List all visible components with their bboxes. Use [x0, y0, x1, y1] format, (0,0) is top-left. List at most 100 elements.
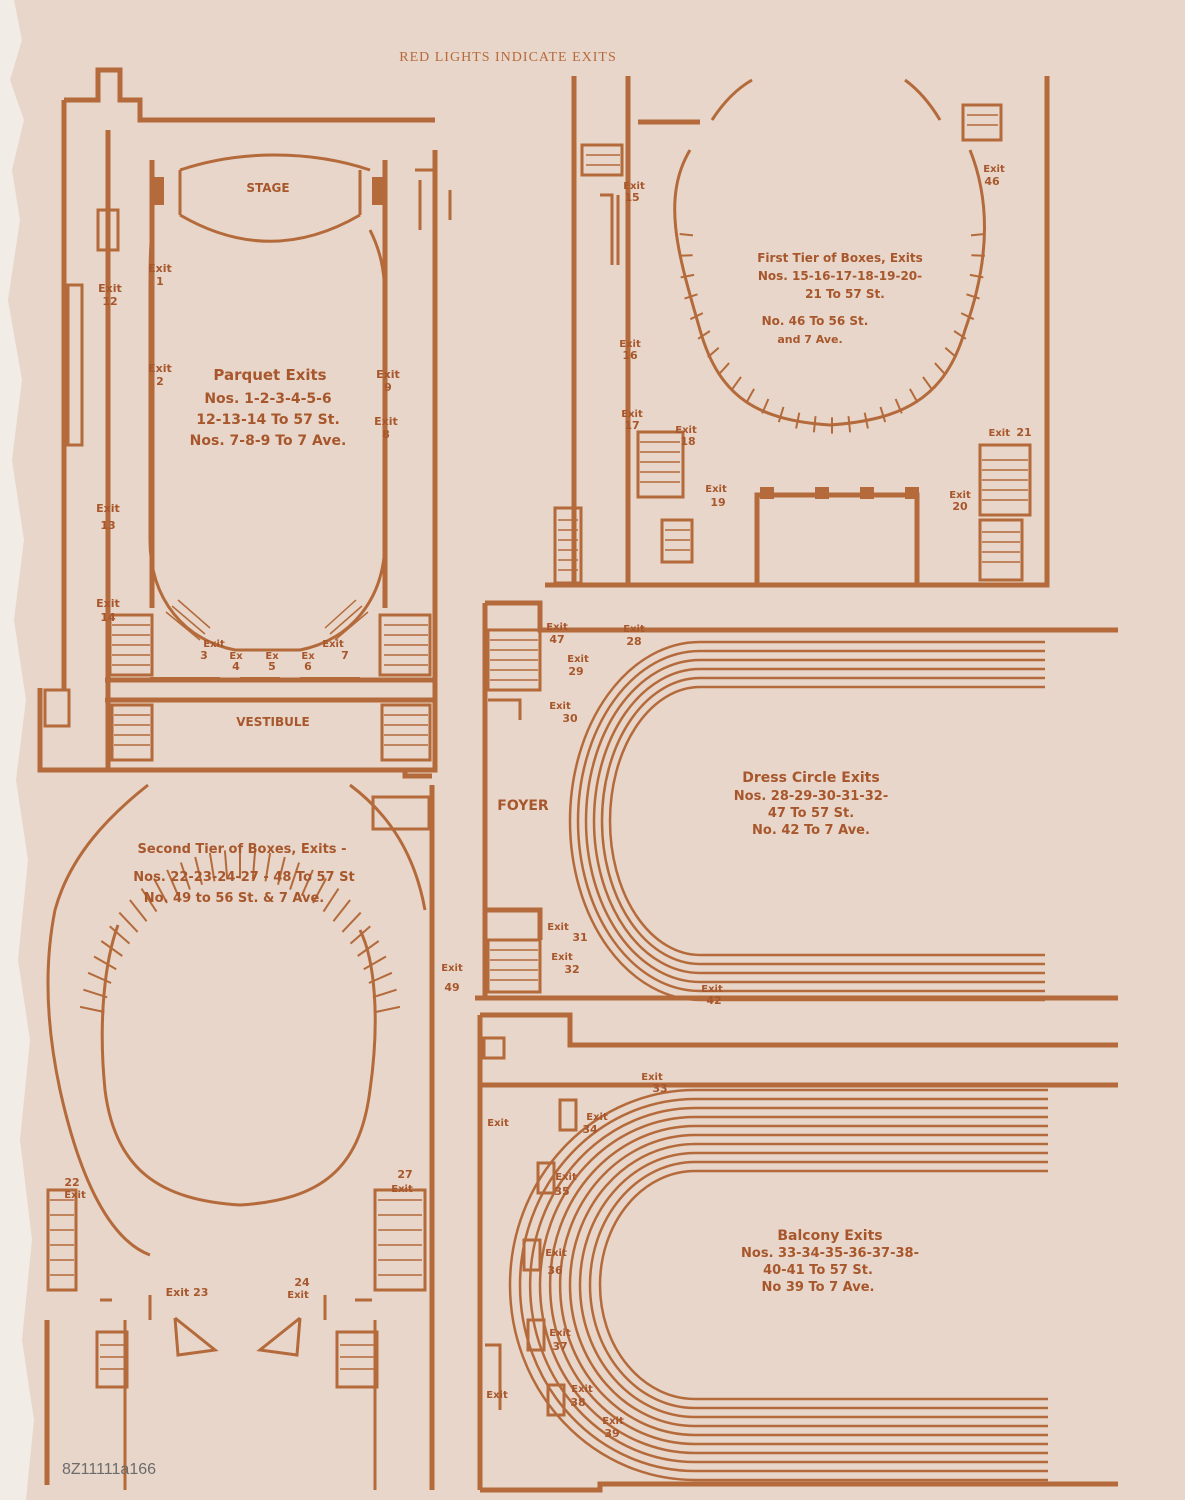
exit-number-28: 28 [626, 635, 641, 648]
exit-word-9: Exit [376, 368, 400, 381]
aisle-curve [558, 1133, 1048, 1437]
box-partition [93, 955, 117, 971]
box-partition [322, 888, 340, 913]
dress-circle-line-3: No. 42 To 7 Ave. [752, 823, 870, 838]
exit-word-16: Exit [619, 339, 641, 350]
exit-word-46: Exit [983, 164, 1005, 175]
box-partition [372, 988, 397, 999]
box-partition [966, 293, 980, 300]
exit-number-1: 1 [156, 275, 164, 288]
box-partition [87, 971, 112, 984]
second-tier-line-1: Nos. 22-23-24-27 - 48 To 57 St [133, 870, 354, 885]
aisle-curve [600, 676, 1045, 966]
box-partition [879, 406, 887, 423]
exit-word-22: Exit [64, 1190, 86, 1201]
box-partition [761, 398, 770, 414]
aisle-curve [584, 658, 1045, 984]
exit-number-22: 22 [64, 1176, 79, 1189]
exit-word-36: Exit [545, 1248, 567, 1259]
exit-number-37: 37 [552, 1340, 567, 1353]
second-tier-outer-left [46, 783, 151, 1257]
box-partition [679, 254, 693, 257]
door-arc-left [710, 78, 753, 121]
aisle-curve [598, 1169, 1048, 1401]
box-partition [960, 312, 975, 321]
box-partition [300, 869, 314, 897]
box-partition [363, 955, 387, 971]
box-partition [153, 878, 168, 904]
box-partition [79, 1005, 105, 1013]
box-partition [100, 940, 123, 957]
aisle-curve [548, 1124, 1048, 1446]
exit-number-21: 21 [1016, 426, 1031, 439]
box-partition [970, 233, 985, 237]
box-partition [679, 233, 694, 237]
exit-word-33: Exit [641, 1072, 663, 1083]
second-tier-box-partitions [79, 849, 401, 1013]
exit-word-39: Exit [602, 1416, 624, 1427]
box-partition [812, 416, 817, 433]
aisle-curve [576, 649, 1045, 993]
box-partition [777, 406, 785, 423]
exit-number-35: 35 [554, 1185, 569, 1198]
box-partition [357, 940, 380, 957]
dress-circle-exits: Exit 47 Exit 28 Exit 29 Exit 30 Exit 31 … [546, 622, 723, 1007]
box-partition [894, 398, 903, 414]
exit-number-36: 36 [547, 1264, 563, 1277]
box-partition [731, 376, 742, 390]
exit-word-1: Exit [148, 262, 172, 275]
aisle-curve [568, 640, 1045, 1002]
aisle-curve [608, 685, 1045, 957]
exit-word-7: Exit [322, 639, 344, 650]
box-partition [118, 911, 139, 933]
exit-number-19: 19 [710, 496, 725, 509]
parquet-exits: Exit 1 Exit 2 Exit 9 Exit 8 Exit 12 Exit… [96, 262, 400, 673]
box-partition [208, 852, 216, 882]
aisle-curve [538, 1115, 1048, 1455]
box-partition [847, 416, 852, 433]
exit-number-6: 6 [304, 660, 312, 673]
first-tier-box-partitions [679, 233, 985, 434]
exit-word-27: Exit [391, 1184, 413, 1195]
exit-number-18: 18 [680, 435, 695, 448]
exit-number-33: 33 [652, 1082, 667, 1095]
box-partition [969, 273, 984, 279]
ex-word-5: Ex [265, 651, 279, 662]
foyer-label: FOYER [497, 798, 549, 814]
box-partition [375, 1005, 401, 1013]
box-partition [863, 412, 869, 429]
exit-word-47: Exit [546, 622, 568, 633]
exit-number-27: 27 [397, 1168, 412, 1181]
box-partition [332, 899, 351, 922]
box-partition [83, 988, 108, 999]
exit-word-31: Exit [547, 922, 569, 933]
first-tier-plan [545, 76, 1050, 588]
exit-word-19: Exit [705, 484, 727, 495]
box-partition [680, 273, 695, 279]
second-tier-title: Second Tier of Boxes, Exits - [138, 842, 347, 857]
dress-circle-line-2: 47 To 57 St. [768, 806, 854, 821]
parquet-line-1: Nos. 1-2-3-4-5-6 [204, 391, 331, 407]
box-partition [264, 852, 272, 882]
exit-number-17: 17 [624, 419, 639, 432]
header-title: RED LIGHTS INDICATE EXITS [399, 50, 616, 65]
exit-word-28: Exit [623, 624, 645, 635]
exit-number-32: 32 [564, 963, 579, 976]
aisle-curve [588, 1160, 1048, 1410]
box-partition [289, 862, 301, 890]
second-tier-line-2: No. 49 to 56 St. & 7 Ave. [144, 891, 324, 906]
exit-number-13: 13 [100, 519, 115, 532]
exit-word-30: Exit [549, 701, 571, 712]
exit-word-29: Exit [567, 654, 589, 665]
box-partition [251, 850, 257, 880]
exit-word-lower-left: Exit [486, 1390, 508, 1401]
aisle-curve [568, 1142, 1048, 1428]
stage-box-right [372, 177, 386, 205]
box-partition [689, 312, 704, 321]
exit-word-13: Exit [96, 502, 120, 515]
exit-number-16: 16 [622, 349, 638, 362]
stair-wedges [173, 1316, 302, 1357]
exit-word-35: Exit [555, 1172, 577, 1183]
box-partition [953, 330, 967, 340]
